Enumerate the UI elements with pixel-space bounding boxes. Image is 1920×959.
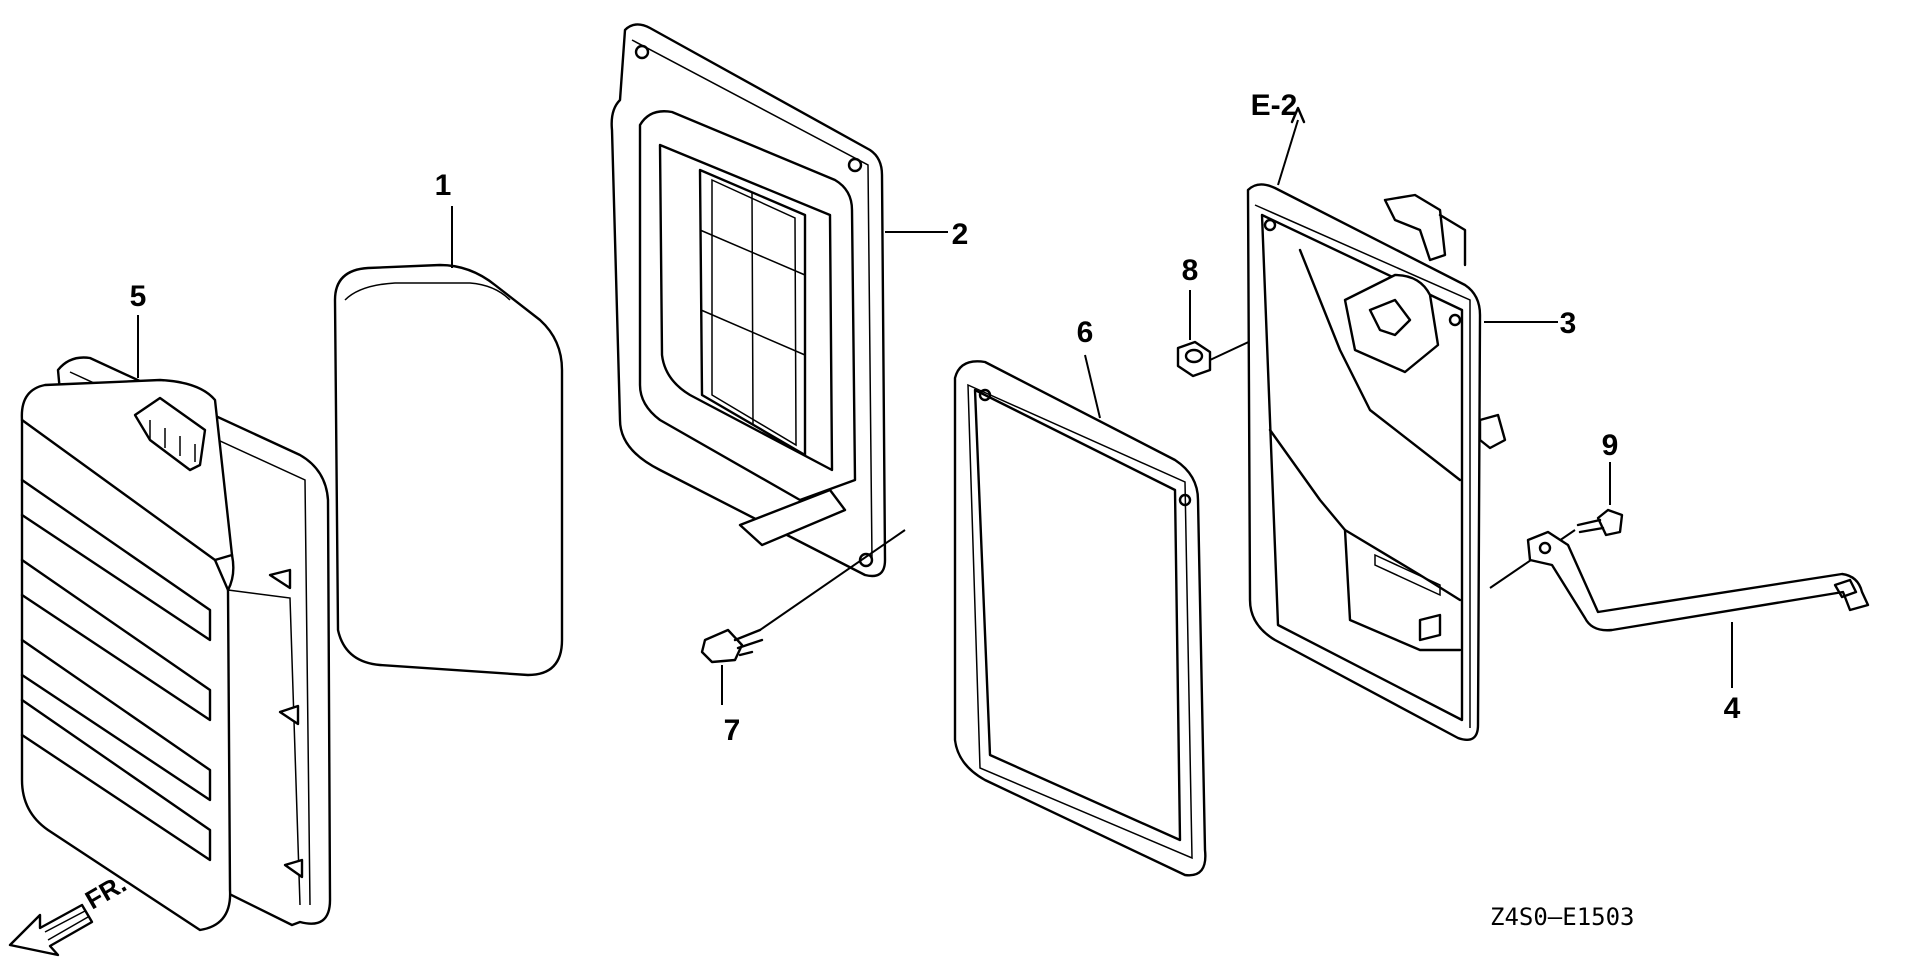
callout-4: 4 (1724, 692, 1741, 725)
part-6-gasket (953, 360, 1207, 877)
callout-6: 6 (1077, 316, 1094, 349)
part-3-air-cleaner-base (1246, 183, 1507, 742)
part-1-air-filter-element (333, 263, 564, 677)
leader-7-bolt (759, 529, 906, 631)
callout-3: 3 (1560, 307, 1577, 340)
drawing-code: Z4S0—E1503 (1490, 903, 1635, 931)
ref-arrowhead (1290, 106, 1306, 124)
callout-5: 5 (130, 280, 147, 313)
part-7-bolt (700, 628, 764, 664)
part-8-nut (1176, 340, 1212, 378)
part-9-bolt (1576, 508, 1624, 537)
callout-1: 1 (435, 169, 452, 202)
leader-6 (1084, 354, 1101, 419)
reference-e2: E-2 (1251, 89, 1298, 122)
part-2-air-cleaner-case (610, 23, 887, 578)
part-5-air-cleaner-cover (20, 356, 332, 932)
part-4-stay (1526, 530, 1870, 632)
callout-7: 7 (724, 714, 741, 747)
front-direction-arrow-icon (8, 903, 94, 957)
callout-8: 8 (1182, 254, 1199, 287)
leader-ref (1277, 119, 1299, 186)
callout-2: 2 (952, 218, 969, 251)
callout-9: 9 (1602, 429, 1619, 462)
